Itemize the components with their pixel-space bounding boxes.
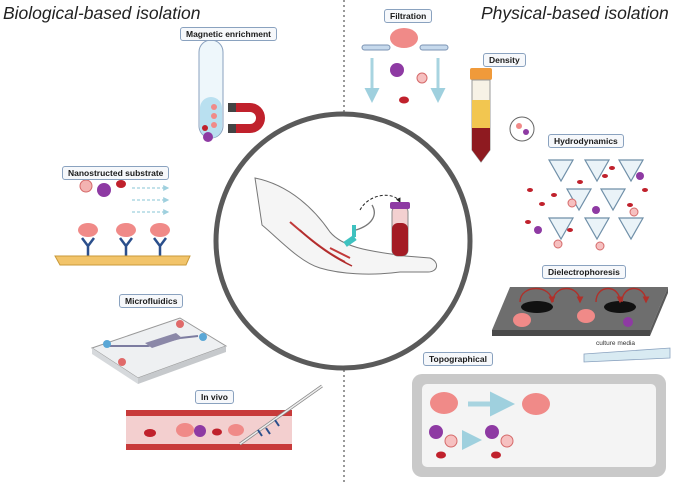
filtration-device <box>361 28 449 104</box>
arm-illustration <box>254 177 437 275</box>
density-tube <box>470 68 535 163</box>
hydrodynamics-array <box>525 159 648 251</box>
label-topographical: Topographical <box>423 352 493 366</box>
microfluidics-chip <box>90 317 228 384</box>
label-density: Density <box>483 53 526 67</box>
label-hydrodynamics: Hydrodynamics <box>548 134 624 148</box>
label-dielectrophoresis: Dielectrophoresis <box>542 265 626 279</box>
label-in-vivo: In vivo <box>195 390 234 404</box>
magnet-icon <box>228 103 265 133</box>
label-magnetic-enrichment: Magnetic enrichment <box>180 27 278 41</box>
physical-heading: Physical-based isolation <box>481 3 669 23</box>
biological-heading: Biological-based isolation <box>3 3 201 23</box>
label-filtration: Filtration <box>384 9 433 23</box>
label-nanostructured-substrate: Nanostructed substrate <box>62 166 170 180</box>
center-circle <box>213 111 473 371</box>
culture-media-label: culture media <box>596 340 636 347</box>
topographical-dish <box>412 347 671 477</box>
in-vivo-vessel <box>126 384 323 450</box>
dielectrophoresis-plate <box>492 287 668 336</box>
nanostructured-substrate <box>54 179 191 266</box>
label-microfluidics: Microfluidics <box>119 294 184 308</box>
magnetic-tube <box>198 39 224 142</box>
